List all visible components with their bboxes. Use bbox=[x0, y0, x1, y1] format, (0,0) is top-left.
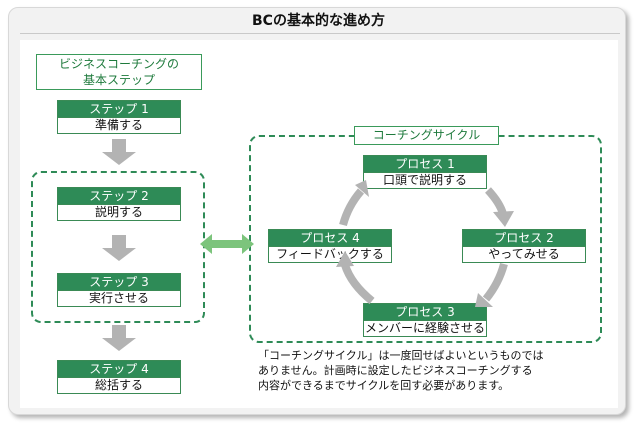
step-2-body: 説明する bbox=[58, 204, 180, 220]
left-heading-line-1: ビジネスコーチングの bbox=[58, 57, 179, 71]
diagram-title: BCの基本的な進め方 bbox=[252, 13, 385, 29]
process-4-body: フィードバックする bbox=[269, 246, 391, 262]
process-1-header: プロセス 1 bbox=[364, 156, 486, 172]
process-4-header: プロセス 4 bbox=[269, 230, 391, 246]
cycle-note: 「コーチングサイクル」は一度回せばよいというものでは ありません。計画時に設定し… bbox=[258, 348, 618, 393]
step-4-body: 総括する bbox=[58, 377, 180, 393]
step-card-4: ステップ 4 総括する bbox=[57, 360, 181, 394]
step-card-2: ステップ 2 説明する bbox=[57, 187, 181, 221]
step-card-3: ステップ 3 実行させる bbox=[57, 273, 181, 307]
cycle-label: コーチングサイクル bbox=[354, 126, 499, 145]
step-3-body: 実行させる bbox=[58, 290, 180, 306]
process-3-body: メンバーに経験させる bbox=[364, 320, 486, 335]
title-divider bbox=[20, 33, 620, 34]
process-1-body: 口頭で説明する bbox=[364, 172, 486, 188]
process-card-3: プロセス 3 メンバーに経験させる bbox=[363, 303, 487, 337]
note-line-3: 内容ができるまでサイクルを回す必要があります。 bbox=[258, 379, 510, 392]
note-line-1: 「コーチングサイクル」は一度回せばよいというものでは bbox=[258, 349, 544, 362]
process-card-1: プロセス 1 口頭で説明する bbox=[363, 155, 487, 189]
step-1-header: ステップ 1 bbox=[58, 101, 180, 117]
process-2-body: やってみせる bbox=[463, 246, 585, 262]
note-line-2: ありません。計画時に設定したビジネスコーチングする bbox=[258, 364, 533, 377]
left-heading: ビジネスコーチングの 基本ステップ bbox=[36, 54, 202, 90]
process-card-4: プロセス 4 フィードバックする bbox=[268, 229, 392, 263]
left-heading-line-2: 基本ステップ bbox=[82, 73, 155, 87]
process-3-header: プロセス 3 bbox=[364, 304, 486, 320]
process-card-2: プロセス 2 やってみせる bbox=[462, 229, 586, 263]
step-1-body: 準備する bbox=[58, 117, 180, 133]
process-2-header: プロセス 2 bbox=[463, 230, 585, 246]
step-3-header: ステップ 3 bbox=[58, 274, 180, 290]
step-2-header: ステップ 2 bbox=[58, 188, 180, 204]
step-4-header: ステップ 4 bbox=[58, 361, 180, 377]
step-card-1: ステップ 1 準備する bbox=[57, 100, 181, 134]
